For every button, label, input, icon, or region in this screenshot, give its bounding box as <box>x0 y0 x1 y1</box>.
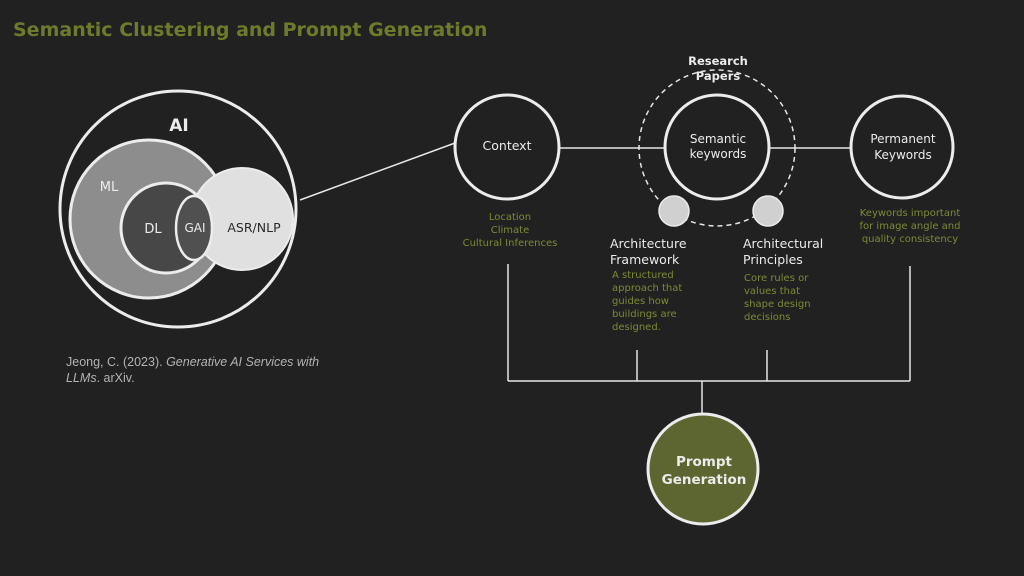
principles-desc-line: decisions <box>744 312 790 323</box>
context-description: Location Climate Cultural Inferences <box>463 212 558 249</box>
framework-desc-line: guides how <box>612 296 669 307</box>
citation: Jeong, C. (2023). Generative AI Services… <box>66 354 326 386</box>
principles-description: Core rules or values that shape design d… <box>744 273 811 323</box>
semantic-label-2: keywords <box>690 147 747 161</box>
principles-satellite <box>752 195 784 227</box>
principles-desc-line: values that <box>744 286 800 297</box>
semantic-label-1: Semantic <box>690 132 746 146</box>
framework-title-1: Architecture <box>610 236 687 251</box>
prompt-label-2: Generation <box>662 472 747 488</box>
bracket-connector <box>507 264 911 415</box>
permanent-keywords-node <box>849 94 955 200</box>
principles-desc-line: Core rules or <box>744 273 809 284</box>
framework-title-2: Framework <box>610 252 680 267</box>
venn-context-connector <box>299 142 456 201</box>
permanent-desc-line: quality consistency <box>862 234 958 245</box>
context-desc-line: Cultural Inferences <box>463 238 558 249</box>
gai-ellipse <box>174 194 214 262</box>
page-title: Semantic Clustering and Prompt Generatio… <box>13 19 488 41</box>
context-desc-line: Climate <box>491 225 529 236</box>
principles-title-1: Architectural <box>743 236 823 251</box>
context-desc-line: Location <box>489 212 531 223</box>
asr-nlp-label: ASR/NLP <box>227 220 281 235</box>
semantic-keywords-node <box>663 93 771 201</box>
framework-desc-line: A structured <box>612 270 674 281</box>
citation-source: . arXiv. <box>96 371 135 385</box>
ai-label: AI <box>169 116 188 136</box>
framework-desc-line: buildings are <box>612 309 677 320</box>
prompt-label-1: Prompt <box>676 454 733 470</box>
research-papers-label-1: Research <box>688 54 748 68</box>
gai-label: GAI <box>184 221 205 235</box>
permanent-desc-line: for image angle and <box>860 221 961 232</box>
research-papers-label-2: Papers <box>696 69 741 83</box>
permanent-label-2: Keywords <box>874 148 932 162</box>
principles-desc-line: shape design <box>744 299 811 310</box>
ai-venn-diagram: AI ML DL GAI ASR/NLP <box>58 89 298 329</box>
principles-title-2: Principles <box>743 252 803 267</box>
context-label: Context <box>483 138 532 153</box>
citation-work: Generative AI Services with LLMs <box>66 355 320 385</box>
permanent-label-1: Permanent <box>870 132 936 146</box>
framework-desc-line: approach that <box>612 283 682 294</box>
framework-desc-line: designed. <box>612 322 661 333</box>
ml-label: ML <box>100 180 119 195</box>
context-node <box>453 93 561 201</box>
research-papers-ring <box>638 69 796 227</box>
permanent-description: Keywords important for image angle and q… <box>860 208 961 245</box>
permanent-desc-line: Keywords important <box>860 208 961 219</box>
citation-authors: Jeong, C. (2023). <box>66 355 167 369</box>
framework-description: A structured approach that guides how bu… <box>612 270 682 333</box>
prompt-generation-node <box>646 412 760 526</box>
framework-satellite <box>658 195 690 227</box>
dl-label: DL <box>144 222 162 237</box>
